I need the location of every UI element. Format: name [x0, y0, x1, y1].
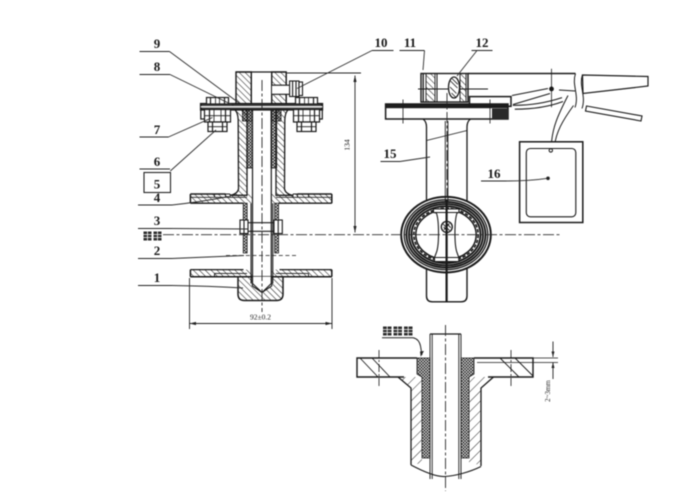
svg-text:2: 2 — [154, 243, 161, 258]
svg-text:11: 11 — [404, 35, 416, 50]
svg-text:134: 134 — [343, 139, 352, 151]
svg-text:5: 5 — [154, 177, 161, 192]
svg-text:2~3mm: 2~3mm — [544, 380, 552, 402]
svg-text:92±0.2: 92±0.2 — [250, 313, 271, 322]
svg-text:3: 3 — [154, 213, 161, 228]
svg-text:16: 16 — [488, 166, 502, 181]
svg-text:4: 4 — [154, 190, 161, 205]
svg-text:10: 10 — [375, 35, 388, 50]
svg-text:1: 1 — [154, 270, 161, 285]
svg-text:7: 7 — [154, 122, 161, 137]
svg-text:8: 8 — [154, 59, 161, 74]
svg-text:9: 9 — [154, 36, 161, 51]
svg-text:6: 6 — [154, 154, 161, 169]
svg-text:15: 15 — [384, 146, 398, 161]
svg-text:12: 12 — [476, 35, 489, 50]
